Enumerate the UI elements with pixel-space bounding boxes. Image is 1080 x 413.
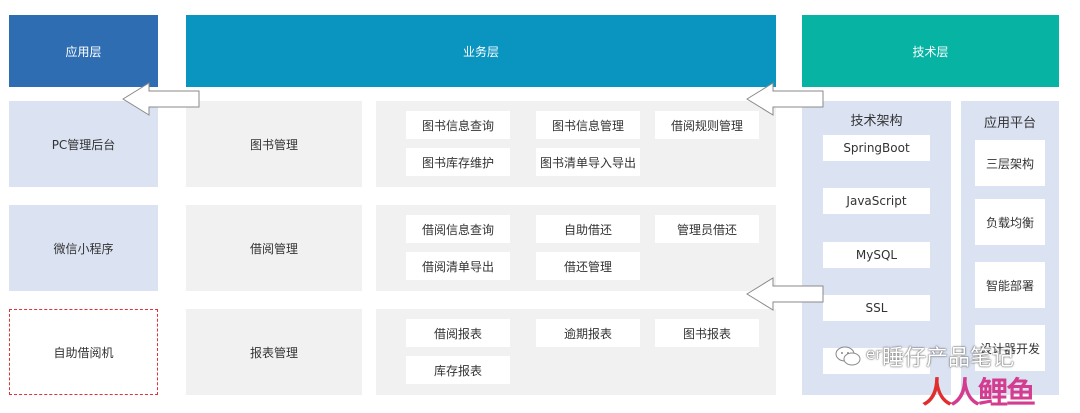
platform-item: 智能部署 xyxy=(975,262,1045,308)
function-chip: 借阅清单导出 xyxy=(406,252,510,280)
business-layer-title: 业务层 xyxy=(462,44,499,59)
module-report-management: 报表管理 xyxy=(186,309,362,395)
platform-item-label: 智能部署 xyxy=(985,278,1034,293)
arrow-left-icon xyxy=(746,82,824,116)
module-label: 借阅管理 xyxy=(249,241,298,256)
tech-item-label: SSL xyxy=(865,301,888,315)
function-chip: 借阅规则管理 xyxy=(655,111,759,139)
tech-item-label: JavaScript xyxy=(846,194,907,208)
watermark-text: 睡仔产品笔记 xyxy=(882,346,1015,371)
function-chip: 图书清单导入导出 xyxy=(536,148,640,176)
wechat-icon xyxy=(835,346,861,366)
tech-item: MySQL xyxy=(823,242,930,268)
tech-item: SSL xyxy=(823,295,930,321)
app-layer-header: 应用层 xyxy=(9,15,158,87)
watermark-partial: er xyxy=(866,345,882,363)
tech-item: JavaScript xyxy=(823,188,930,214)
app-self-service-kiosk: 自助借阅机 xyxy=(9,309,158,395)
function-label: 图书信息管理 xyxy=(551,118,624,133)
watermark-logo: 人人鲤鱼 xyxy=(922,368,1036,412)
function-label: 借阅信息查询 xyxy=(421,222,494,237)
platform-item-label: 三层架构 xyxy=(985,156,1034,171)
function-label: 图书库存维护 xyxy=(421,155,494,170)
function-label: 逾期报表 xyxy=(563,326,612,341)
app-platform-title: 应用平台 xyxy=(983,116,1036,131)
function-chip: 逾期报表 xyxy=(536,319,640,347)
function-label: 图书清单导入导出 xyxy=(539,155,636,170)
function-label: 管理员借还 xyxy=(676,222,737,237)
function-chip: 库存报表 xyxy=(406,356,510,384)
function-label: 借阅报表 xyxy=(433,326,482,341)
business-layer-header: 业务层 xyxy=(186,15,776,87)
app-layer-title: 应用层 xyxy=(65,44,102,59)
platform-item: 负载均衡 xyxy=(975,199,1045,245)
platform-item-label: 设计器开发 xyxy=(979,341,1040,356)
function-chip: 借阅报表 xyxy=(406,319,510,347)
tech-layer-title: 技术层 xyxy=(912,44,949,59)
app-pc-admin: PC管理后台 xyxy=(9,101,158,187)
function-chip: 图书信息查询 xyxy=(406,111,510,139)
tech-item-label: SpringBoot xyxy=(843,141,910,155)
app-label: PC管理后台 xyxy=(51,137,116,152)
platform-item: 设计器开发 xyxy=(975,325,1045,371)
function-label: 借阅清单导出 xyxy=(421,259,494,274)
function-label: 借阅规则管理 xyxy=(670,118,743,133)
tech-layer-header: 技术层 xyxy=(802,15,1059,87)
function-label: 自助借还 xyxy=(563,222,612,237)
function-chip: 借阅信息查询 xyxy=(406,215,510,243)
logo-part-b: 人鲤鱼 xyxy=(950,376,1036,411)
app-wechat-miniprogram: 微信小程序 xyxy=(9,205,158,291)
app-label: 自助借阅机 xyxy=(53,345,114,360)
app-label: 微信小程序 xyxy=(53,241,114,256)
module-borrow-management: 借阅管理 xyxy=(186,205,362,291)
tech-item-label: MySQL xyxy=(855,248,898,262)
platform-item: 三层架构 xyxy=(975,140,1045,186)
arrow-left-icon xyxy=(746,277,824,311)
function-chip: 图书信息管理 xyxy=(536,111,640,139)
tech-item: SpringBoot xyxy=(823,135,930,161)
function-chip: 管理员借还 xyxy=(655,215,759,243)
module-label: 图书管理 xyxy=(249,137,298,152)
function-chip: 图书报表 xyxy=(655,319,759,347)
platform-item-label: 负载均衡 xyxy=(985,215,1034,230)
tech-architecture-title: 技术架构 xyxy=(850,114,903,129)
function-label: 图书报表 xyxy=(682,326,731,341)
function-chip: 借还管理 xyxy=(536,252,640,280)
logo-part-a: 人 xyxy=(922,376,952,411)
module-book-management: 图书管理 xyxy=(186,101,362,187)
arrow-left-icon xyxy=(122,82,200,116)
function-label: 借还管理 xyxy=(563,259,612,274)
function-label: 图书信息查询 xyxy=(421,118,494,133)
module-label: 报表管理 xyxy=(249,345,298,360)
function-label: 库存报表 xyxy=(433,363,482,378)
function-chip: 图书库存维护 xyxy=(406,148,510,176)
function-chip: 自助借还 xyxy=(536,215,640,243)
